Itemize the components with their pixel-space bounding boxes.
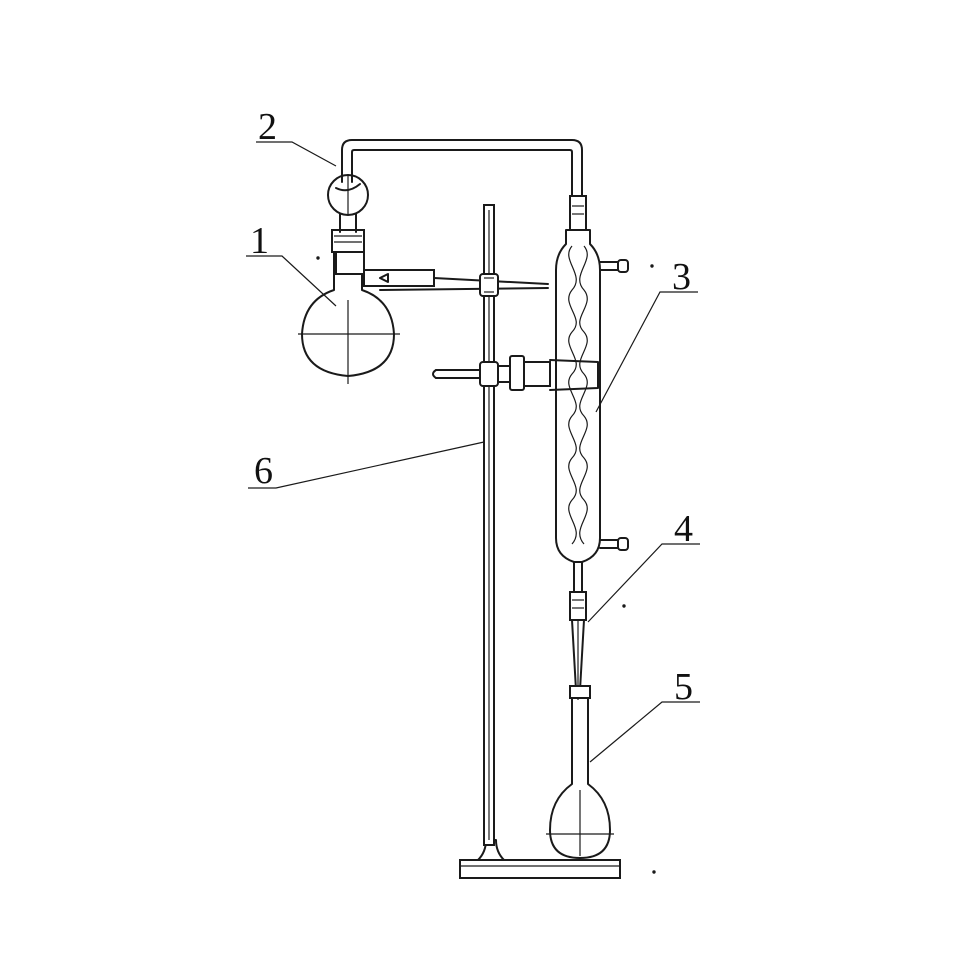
condenser: [555, 195, 629, 593]
connector-tube: [327, 139, 583, 233]
receiving-flask: [546, 685, 614, 859]
lower-clamp: [432, 355, 599, 391]
label-stand: 6: [254, 450, 273, 492]
upper-clamp: [363, 269, 549, 297]
round-bottom-flask: [298, 229, 400, 384]
label-condenser: 3: [672, 256, 691, 298]
label-receiver: 5: [674, 666, 693, 708]
label-flask: 1: [250, 220, 269, 262]
leader-lines: [246, 141, 700, 763]
stand-rod: [483, 204, 495, 846]
adapter: [569, 591, 587, 700]
label-connector: 2: [258, 106, 277, 148]
label-adapter: 4: [674, 508, 693, 550]
specks: [316, 256, 656, 874]
